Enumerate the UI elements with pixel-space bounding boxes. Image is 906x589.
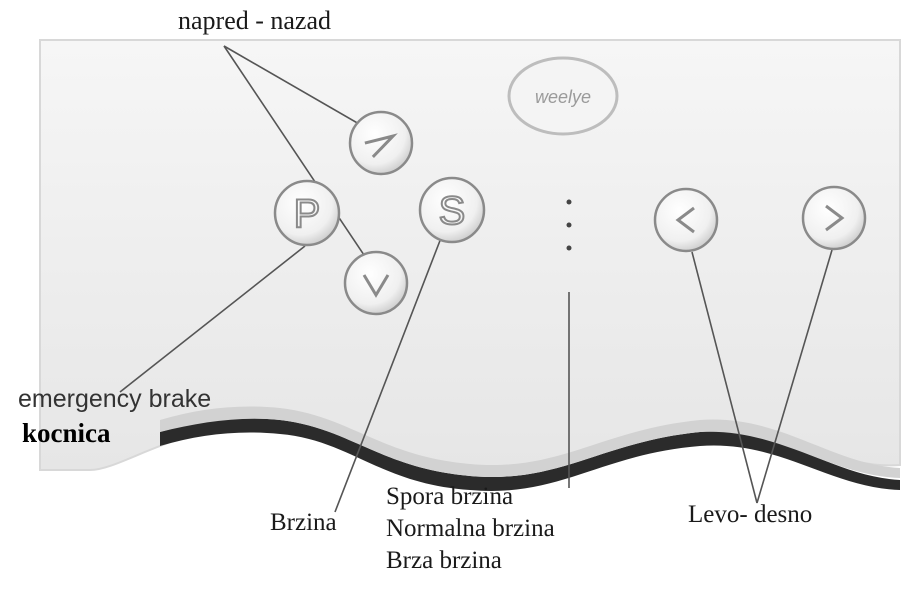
forward-back-label: napred - nazad	[178, 6, 331, 36]
speed-button-label: S	[439, 189, 466, 233]
speed-mode-normal: Normalna brzina	[386, 513, 555, 545]
speed-label: Brzina	[270, 509, 337, 537]
speed-mode-fast: Brza brzina	[386, 545, 555, 577]
emergency-brake-label: emergency brake	[18, 385, 211, 414]
back-button[interactable]	[345, 252, 407, 314]
left-button[interactable]	[655, 189, 717, 251]
forward-button[interactable]	[350, 112, 412, 174]
left-right-label: Levo- desno	[688, 501, 812, 529]
brand-logo: weelye	[509, 58, 617, 134]
right-button[interactable]	[803, 187, 865, 249]
brake-label: kocnica	[22, 418, 111, 449]
logo-text: weelye	[535, 87, 591, 107]
park-button-label: P	[294, 192, 321, 236]
speed-mode-slow: Spora brzina	[386, 481, 555, 513]
speed-button[interactable]: S	[420, 178, 484, 242]
speed-modes-list: Spora brzina Normalna brzina Brza brzina	[386, 481, 555, 577]
park-brake-button[interactable]: P	[275, 181, 339, 245]
